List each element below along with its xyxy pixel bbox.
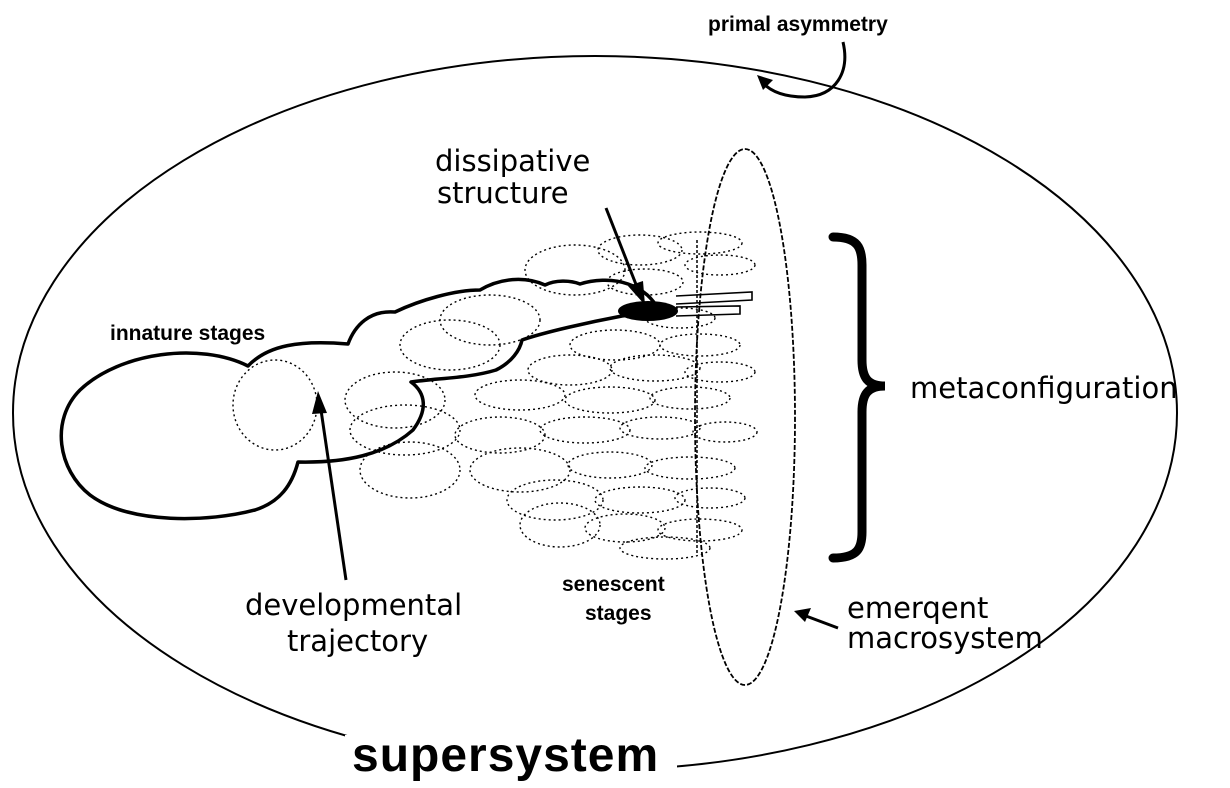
immature-stages-label: innature stages (110, 323, 265, 345)
dissipative-extensions (676, 292, 752, 316)
trajectory-arrow-shaft (321, 410, 346, 580)
supersystem-label: supersystem (352, 731, 659, 781)
dissipative-structure-blob (618, 301, 678, 321)
emergent-label-line1: emerqent (847, 593, 988, 623)
developmental-label-line2: trajectory (287, 626, 428, 656)
senescent-bubbles (233, 232, 757, 559)
developmental-outline (61, 279, 660, 518)
emergent-label-line2: macrosystem (847, 623, 1043, 653)
metaconfiguration-label: metaconfiguration (910, 373, 1178, 403)
macrosystem-arrow-shaft (806, 616, 838, 628)
developmental-label-line1: developmental (245, 590, 462, 620)
primal-asymmetry-arrow (762, 42, 845, 97)
senescent-label-line2: stages (585, 603, 652, 625)
dissipative-label-line2: structure (437, 178, 569, 208)
emergent-macrosystem-ellipse (695, 149, 795, 685)
supersystem-ellipse (13, 56, 1177, 770)
dissipative-label-line1: dissipative (435, 146, 590, 176)
macrosystem-arrowhead (794, 608, 811, 622)
dissipative-arrow-shaft (606, 208, 637, 287)
metaconfiguration-brace (833, 237, 885, 558)
senescent-label-line1: senescent (562, 574, 665, 596)
primal-asymmetry-label: primal asymmetry (708, 14, 888, 36)
trajectory-arrowhead (312, 391, 327, 414)
